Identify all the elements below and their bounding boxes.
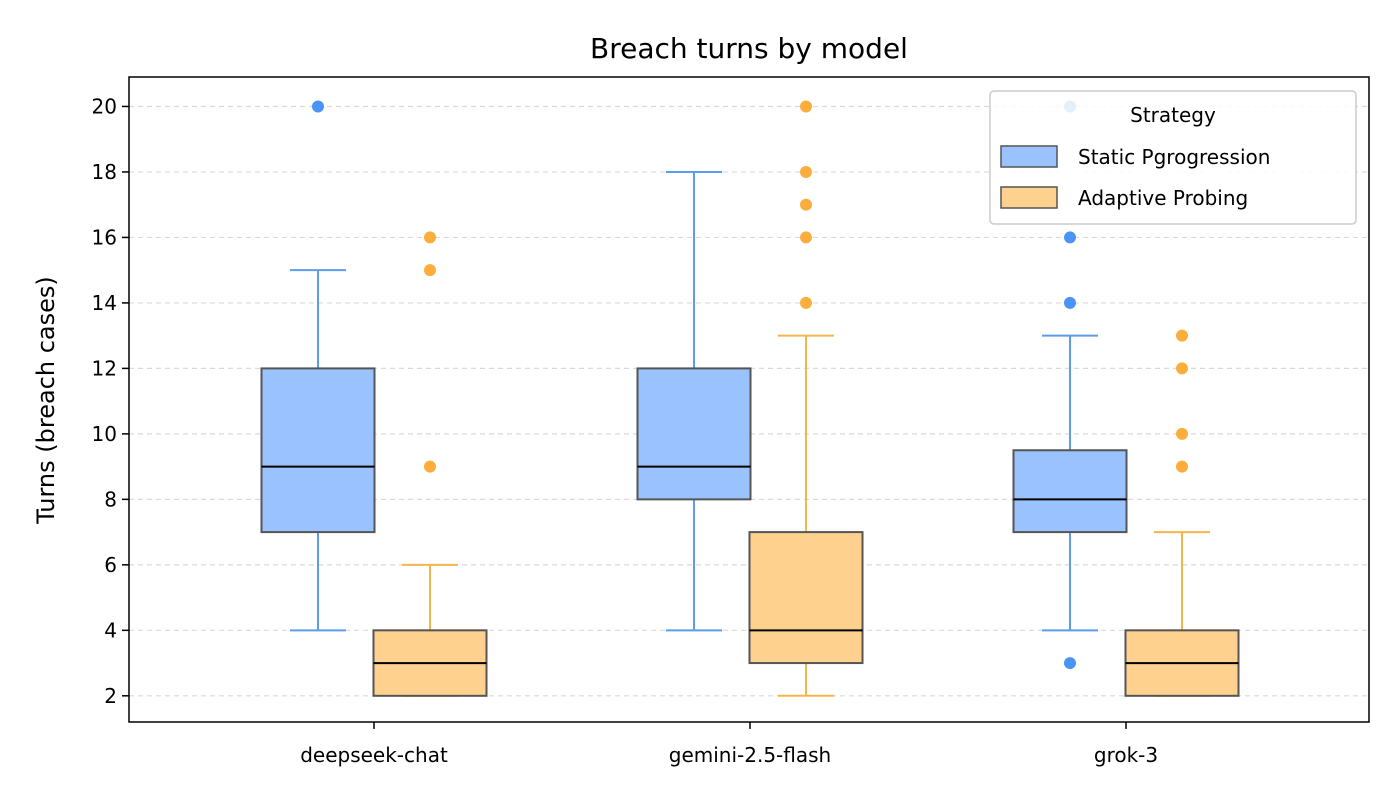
box-1-1 <box>748 100 864 697</box>
outlier-point <box>1176 427 1188 440</box>
outlier-point <box>1176 362 1188 375</box>
legend-swatch <box>1000 186 1058 209</box>
y-tick-label: 10 <box>92 422 117 446</box>
y-tick-label: 14 <box>92 291 117 315</box>
plot-frame <box>128 76 1370 723</box>
box-0-0 <box>260 100 376 632</box>
outlier-point <box>1176 460 1188 473</box>
legend-label: Adaptive Probing <box>1078 186 1248 210</box>
box-0-1 <box>636 170 752 632</box>
outlier-point <box>1064 296 1076 309</box>
outlier-point <box>424 460 436 473</box>
y-axis-title: Turns (breach cases) <box>32 276 60 525</box>
outlier-point <box>424 231 436 244</box>
box-body <box>748 531 864 665</box>
y-tick-label: 4 <box>104 618 117 642</box>
chart-title: Breach turns by model <box>590 32 908 65</box>
y-tick-label: 6 <box>104 553 117 577</box>
outlier-point <box>800 165 812 178</box>
y-tick-label: 18 <box>92 160 117 184</box>
y-tick-label: 8 <box>104 487 117 511</box>
outlier-point <box>1176 329 1188 342</box>
outlier-point <box>1064 231 1076 244</box>
outlier-point <box>312 100 324 113</box>
outlier-point <box>800 296 812 309</box>
y-tick-label: 12 <box>92 356 117 380</box>
x-tick-label: grok-3 <box>1094 743 1158 767</box>
outlier-point <box>800 100 812 113</box>
plot-area <box>260 100 1240 697</box>
outlier-point <box>800 198 812 211</box>
box-1-0 <box>372 231 488 697</box>
box-0-2 <box>1012 100 1128 670</box>
y-tick-label: 16 <box>92 225 117 249</box>
outlier-point <box>800 231 812 244</box>
box-body <box>636 367 752 501</box>
legend-swatch <box>1000 145 1058 168</box>
x-tick-label: gemini-2.5-flash <box>669 743 831 767</box>
axes: 2 4 6 8 10 12 14 16 18 20 deepseek-chat gemini-2.5-… <box>92 76 1370 767</box>
legend-frame <box>989 90 1357 225</box>
x-tick-label: deepseek-chat <box>300 743 448 767</box>
outlier-point <box>1064 657 1076 670</box>
box-body <box>1012 449 1128 534</box>
box-body <box>260 367 376 534</box>
legend-label: Static Pgrogression <box>1078 145 1270 169</box>
box-1-2 <box>1124 329 1240 697</box>
y-tick-label: 2 <box>104 684 117 708</box>
outlier-point <box>424 264 436 277</box>
y-tick-label: 20 <box>92 94 117 118</box>
legend-title: Strategy <box>1130 103 1216 127</box>
